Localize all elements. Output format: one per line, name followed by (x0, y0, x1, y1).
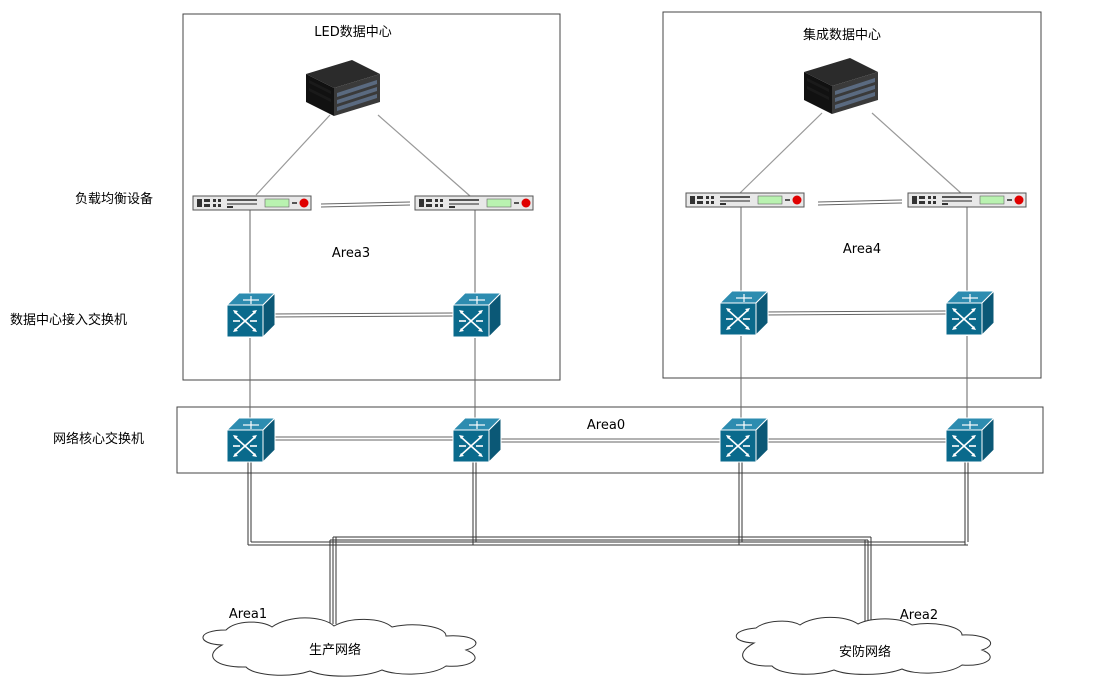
security-network-cloud-icon (735, 616, 991, 675)
led-lb-2-icon (414, 195, 534, 211)
access-peer-links (269, 310, 947, 318)
integrated-datacenter-box (662, 11, 1042, 379)
core-switch-1-icon (226, 417, 276, 463)
server-lb-links (255, 112, 963, 197)
led-server-icon (306, 60, 380, 116)
lb-peer-links (320, 199, 903, 208)
area4-label: Area4 (843, 242, 881, 257)
core-switch-4-icon (945, 417, 995, 463)
security-network-label: 安防网络 (839, 644, 891, 660)
integrated-server-icon (804, 58, 878, 114)
lb-access-links (249, 207, 968, 294)
integrated-datacenter-title: 集成数据中心 (803, 27, 881, 43)
dc-access-switch-layer-label: 数据中心接入交换机 (10, 312, 127, 328)
core-peer-links (270, 436, 946, 443)
production-network-cloud-icon (202, 617, 477, 677)
led-access-switch-1-icon (226, 292, 276, 338)
cloud-drops (329, 536, 872, 624)
core-switch-layer-label: 网络核心交换机 (53, 431, 144, 447)
core-switch-box (176, 406, 1044, 474)
area1-label: Area1 (229, 607, 267, 622)
core-downlink-bus (247, 462, 969, 546)
load-balancer-layer-label: 负载均衡设备 (75, 191, 153, 207)
production-network-label: 生产网络 (309, 642, 361, 658)
led-access-switch-2-icon (452, 292, 502, 338)
integrated-lb-2-icon (907, 192, 1027, 208)
core-switch-3-icon (719, 417, 769, 463)
core-switch-2-icon (452, 417, 502, 463)
area3-label: Area3 (332, 246, 370, 261)
area2-label: Area2 (900, 608, 938, 623)
area0-label: Area0 (587, 418, 625, 433)
integrated-lb-1-icon (685, 192, 805, 208)
integrated-access-switch-1-icon (719, 290, 769, 336)
led-lb-1-icon (192, 195, 312, 211)
access-core-links (249, 336, 968, 418)
led-datacenter-title: LED数据中心 (314, 25, 391, 40)
integrated-access-switch-2-icon (945, 290, 995, 336)
led-datacenter-box (182, 13, 561, 381)
